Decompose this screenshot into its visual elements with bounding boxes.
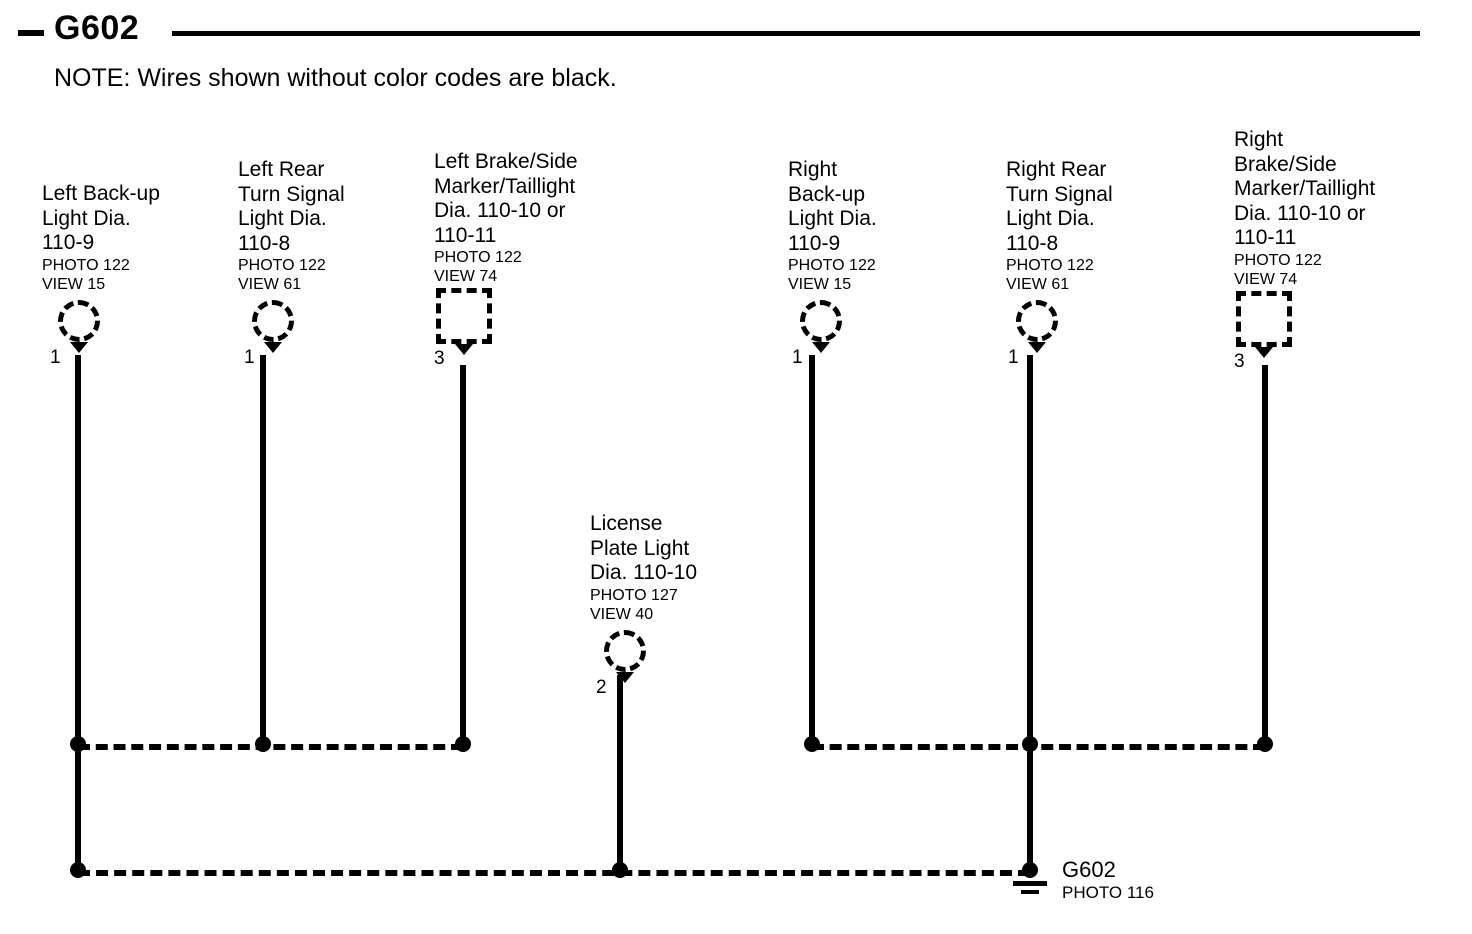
connector-symbol-group: 1	[788, 294, 877, 370]
diagram-header: G602	[0, 0, 1472, 58]
component-view-ref: VIEW 40	[590, 605, 654, 623]
header-rule-divider	[172, 31, 1420, 36]
pin-number: 1	[1008, 347, 1019, 368]
junction-dot	[612, 862, 628, 878]
component-view-ref: VIEW 74	[434, 268, 498, 285]
component-right-rear-turn-signal: Right Rear Turn Signal Light Dia. 110-8 …	[1006, 158, 1113, 370]
connector-symbol-group: 3	[1234, 289, 1375, 371]
connector-symbol-group: 1	[42, 294, 160, 370]
connector-symbol-group: 1	[238, 294, 345, 370]
note-text: NOTE: Wires shown without color codes ar…	[54, 64, 617, 92]
connector-circle-icon	[252, 300, 294, 342]
component-label: Right Rear Turn Signal Light Dia. 110-8	[1006, 158, 1113, 255]
pin-number: 1	[792, 347, 803, 368]
component-right-back-up-light: Right Back-up Light Dia. 110-9 PHOTO 122…	[788, 158, 877, 370]
terminal-arrow-icon	[616, 671, 634, 683]
component-right-brake-side-marker-taillight: Right Brake/Side Marker/Taillight Dia. 1…	[1234, 128, 1376, 371]
junction-dot	[70, 862, 86, 878]
connector-symbol-group: 1	[1006, 294, 1113, 370]
terminal-arrow-icon	[812, 342, 830, 353]
component-view-ref: VIEW 15	[42, 275, 106, 293]
wire-license-plate-light	[617, 675, 623, 873]
component-view-ref: VIEW 74	[1234, 270, 1298, 288]
terminal-arrow-icon	[1028, 342, 1046, 353]
pin-number: 1	[50, 346, 61, 368]
junction-dot	[1022, 736, 1038, 752]
terminal-arrow-icon	[70, 341, 88, 353]
component-photo-ref: PHOTO 122	[238, 257, 326, 274]
connector-symbol-group: 2	[590, 624, 697, 700]
component-label: Left Rear Turn Signal Light Dia. 110-8	[238, 158, 345, 255]
bus-line-right-group	[812, 744, 1265, 750]
component-license-plate-light: License Plate Light Dia. 110-10 PHOTO 12…	[590, 512, 697, 700]
junction-dot	[804, 736, 820, 752]
component-label: Left Brake/Side Marker/Taillight Dia. 11…	[434, 150, 578, 247]
connector-circle-icon	[58, 299, 100, 342]
terminal-arrow-icon	[264, 342, 282, 353]
component-photo-ref: PHOTO 122	[1234, 251, 1322, 269]
wire-left-brake-side-marker	[460, 365, 466, 745]
wire-right-rear-to-ground	[1027, 745, 1033, 873]
component-view-ref: VIEW 15	[788, 276, 852, 293]
wire-left-back-up-light	[75, 355, 81, 745]
component-photo-ref: PHOTO 122	[1006, 257, 1094, 274]
bus-line-ground	[78, 870, 1030, 876]
component-photo-ref: PHOTO 122	[434, 249, 522, 266]
component-left-brake-side-marker-taillight: Left Brake/Side Marker/Taillight Dia. 11…	[434, 150, 578, 368]
connector-square-icon	[436, 288, 492, 344]
ground-bar-narrow-icon	[1021, 890, 1039, 894]
pin-number: 3	[1234, 350, 1245, 372]
connector-circle-icon	[800, 300, 842, 342]
component-photo-ref: PHOTO 122	[42, 256, 130, 274]
wire-right-back-up-light	[809, 355, 815, 745]
component-photo-ref: PHOTO 127	[590, 586, 678, 604]
component-photo-ref: PHOTO 122	[788, 257, 876, 274]
component-left-back-up-light: Left Back-up Light Dia. 110-9 PHOTO 122 …	[42, 182, 160, 370]
wire-right-rear-turn-signal	[1027, 355, 1033, 745]
junction-dot	[455, 736, 471, 752]
bus-line-left-group	[78, 744, 463, 750]
component-label: License Plate Light Dia. 110-10	[590, 512, 698, 584]
component-label: Left Back-up Light Dia. 110-9	[42, 182, 160, 254]
ground-junction-dot	[1022, 862, 1038, 878]
terminal-arrow-icon	[455, 344, 473, 355]
component-label: Right Back-up Light Dia. 110-9	[788, 158, 877, 255]
component-view-ref: VIEW 61	[238, 276, 302, 293]
wire-left-rear-turn-signal	[260, 355, 266, 745]
junction-dot	[70, 736, 86, 752]
component-label: Right Brake/Side Marker/Taillight Dia. 1…	[1234, 128, 1376, 249]
connector-circle-icon	[1016, 300, 1058, 342]
terminal-arrow-icon	[1255, 346, 1273, 358]
junction-dot	[255, 736, 271, 752]
wire-right-brake-side-marker	[1262, 365, 1268, 745]
ground-label: G602	[1062, 857, 1116, 882]
component-left-rear-turn-signal: Left Rear Turn Signal Light Dia. 110-8 P…	[238, 158, 345, 370]
pin-number: 1	[244, 347, 255, 368]
wire-left-back-up-to-ground-bus	[75, 745, 81, 873]
ground-photo-ref: PHOTO 116	[1062, 883, 1154, 902]
pin-number: 3	[434, 348, 445, 369]
component-view-ref: VIEW 61	[1006, 276, 1070, 293]
pin-number: 2	[596, 676, 607, 698]
connector-square-icon	[1236, 290, 1292, 347]
junction-dot	[1257, 736, 1273, 752]
connector-symbol-group: 3	[434, 286, 578, 368]
ground-bar-wide-icon	[1013, 881, 1047, 886]
header-dash-icon	[18, 30, 44, 36]
page-title: G602	[54, 9, 140, 47]
connector-circle-icon	[604, 629, 646, 672]
